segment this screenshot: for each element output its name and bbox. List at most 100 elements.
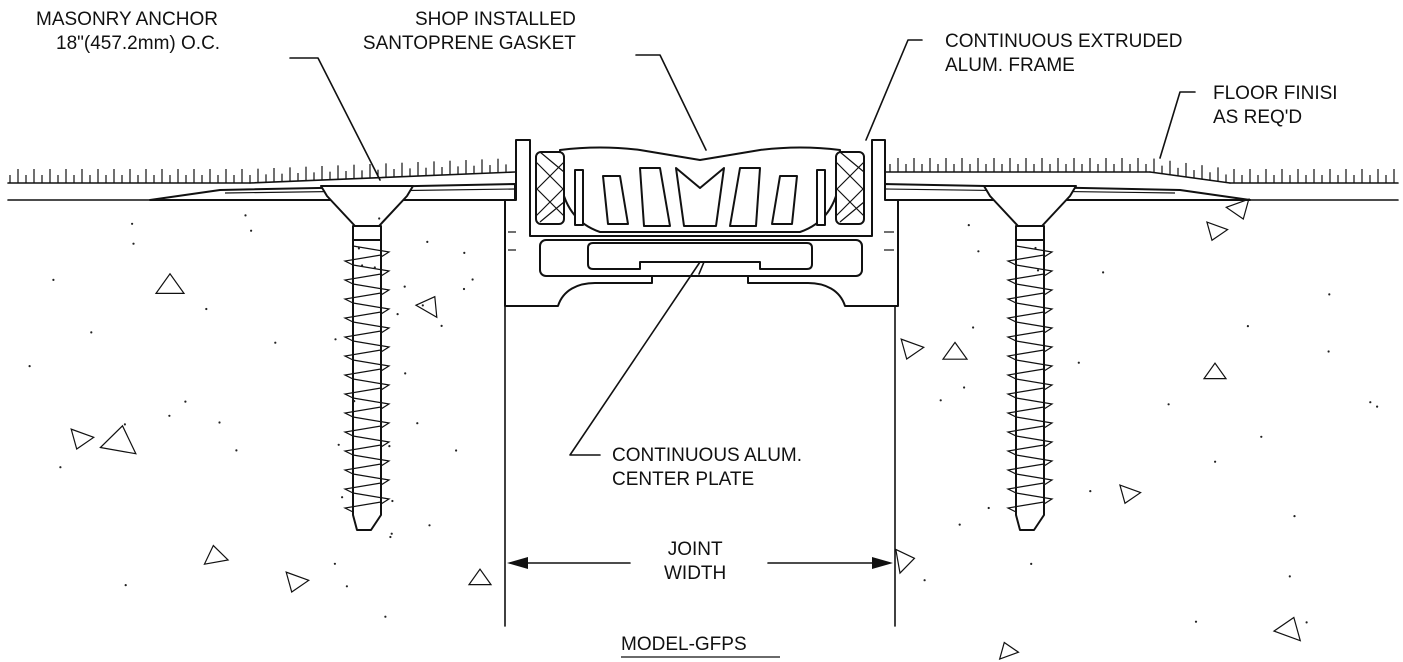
aggregate-dot bbox=[361, 264, 364, 267]
aggregate-dot bbox=[463, 251, 466, 254]
thread bbox=[343, 273, 382, 285]
aggregate-dot bbox=[958, 523, 961, 526]
floor-finish bbox=[7, 158, 1399, 184]
aggregate-stone bbox=[70, 428, 96, 450]
thread bbox=[343, 311, 382, 323]
model-label: MODEL-GFPS bbox=[621, 634, 747, 655]
thread bbox=[343, 254, 382, 266]
aggregate-dot bbox=[1246, 325, 1249, 328]
aggregate-dot bbox=[1293, 515, 1296, 518]
aggregate-dot bbox=[939, 399, 942, 402]
aggregate-dot bbox=[977, 250, 980, 253]
aggregate-stone bbox=[414, 295, 438, 319]
thread bbox=[1006, 463, 1045, 475]
aggregate-dot bbox=[384, 615, 387, 618]
aggregate-dot bbox=[396, 313, 399, 316]
aggregate-dot bbox=[426, 240, 429, 243]
aggregate-dot bbox=[244, 214, 247, 217]
aggregate-dot bbox=[184, 400, 187, 403]
aggregate-dot bbox=[390, 532, 393, 535]
aggregate-dot bbox=[471, 278, 474, 281]
thread bbox=[1006, 368, 1045, 380]
aggregate-dot bbox=[205, 307, 208, 311]
aggregate-stone bbox=[203, 544, 230, 565]
thread bbox=[1015, 378, 1054, 391]
thread bbox=[1015, 245, 1054, 258]
masonry-anchor-left bbox=[320, 185, 414, 531]
concrete-aggregate bbox=[28, 198, 1379, 661]
aggregate-dot bbox=[337, 443, 340, 446]
aggregate-stone bbox=[1206, 221, 1229, 242]
aggregate-dot bbox=[1036, 269, 1040, 272]
aggregate-dot bbox=[168, 414, 171, 417]
aggregate-dot bbox=[357, 247, 360, 250]
aggregate-dot bbox=[1328, 293, 1331, 296]
aggregate-dot bbox=[403, 285, 406, 288]
aggregate-dot bbox=[132, 242, 135, 245]
thread bbox=[343, 387, 382, 399]
aggregate-dot bbox=[963, 386, 966, 389]
thread bbox=[352, 245, 391, 258]
aggregate-dot bbox=[391, 499, 394, 503]
aggregate-stone bbox=[998, 641, 1020, 661]
aggregate-dot bbox=[987, 506, 990, 510]
aggregate-stone bbox=[1119, 484, 1142, 505]
masonry-anchor-right bbox=[983, 185, 1077, 531]
anchor-threads-left bbox=[343, 245, 391, 513]
aggregate-stone bbox=[99, 424, 137, 455]
thread bbox=[1015, 302, 1054, 315]
aggregate-dot bbox=[1167, 403, 1170, 406]
floor-finish-texture bbox=[9, 158, 1395, 183]
thread bbox=[352, 473, 391, 486]
aggregate-dot bbox=[1376, 405, 1379, 408]
thread bbox=[343, 463, 382, 475]
thread bbox=[343, 482, 382, 494]
thread bbox=[343, 292, 382, 304]
aggregate-dot bbox=[440, 324, 443, 327]
thread bbox=[1015, 397, 1054, 410]
aggregate-dot bbox=[341, 496, 344, 499]
thread bbox=[1006, 501, 1045, 513]
aggregate-dot bbox=[334, 338, 337, 341]
extruded-alum-frame bbox=[504, 139, 899, 307]
thread bbox=[1006, 406, 1045, 418]
aggregate-dot bbox=[345, 585, 348, 588]
thread bbox=[352, 416, 391, 429]
floor-finish-label: FLOOR FINISI AS REQ'D bbox=[1213, 83, 1338, 128]
thread bbox=[1006, 311, 1045, 323]
thread bbox=[343, 501, 382, 513]
aggregate-dot bbox=[1034, 246, 1037, 250]
thread bbox=[1006, 425, 1045, 437]
aggregate-stone bbox=[1224, 198, 1250, 220]
thread bbox=[352, 302, 391, 315]
thread bbox=[352, 435, 391, 448]
thread bbox=[352, 264, 391, 277]
aggregate-stone bbox=[941, 341, 969, 360]
thread bbox=[1006, 330, 1045, 342]
gasket-label: SHOP INSTALLED SANTOPRENE GASKET bbox=[362, 9, 576, 54]
santoprene-gasket bbox=[535, 146, 865, 233]
aggregate-dot bbox=[1369, 401, 1372, 404]
aggregate-dot bbox=[1194, 620, 1198, 623]
thread bbox=[352, 283, 391, 296]
thread bbox=[1015, 340, 1054, 353]
joint-width-dimension bbox=[507, 557, 893, 569]
aggregate-dot bbox=[1327, 350, 1330, 353]
aggregate-dot bbox=[131, 222, 134, 225]
thread bbox=[1015, 435, 1054, 448]
thread bbox=[1015, 473, 1054, 486]
thread bbox=[352, 397, 391, 410]
aggregate-dot bbox=[90, 331, 93, 334]
aggregate-dot bbox=[1305, 621, 1308, 624]
thread bbox=[1006, 444, 1045, 456]
aggregate-dot bbox=[1102, 271, 1105, 274]
aggregate-dot bbox=[235, 449, 238, 452]
frame-label: CONTINUOUS EXTRUDED ALUM. FRAME bbox=[945, 31, 1183, 76]
thread bbox=[1015, 321, 1054, 334]
thread bbox=[1006, 273, 1045, 285]
aggregate-dot bbox=[218, 421, 221, 424]
aggregate-dot bbox=[353, 400, 356, 403]
aggregate-dot bbox=[373, 266, 376, 269]
thread bbox=[1006, 349, 1045, 361]
aggregate-dot bbox=[1042, 482, 1045, 485]
